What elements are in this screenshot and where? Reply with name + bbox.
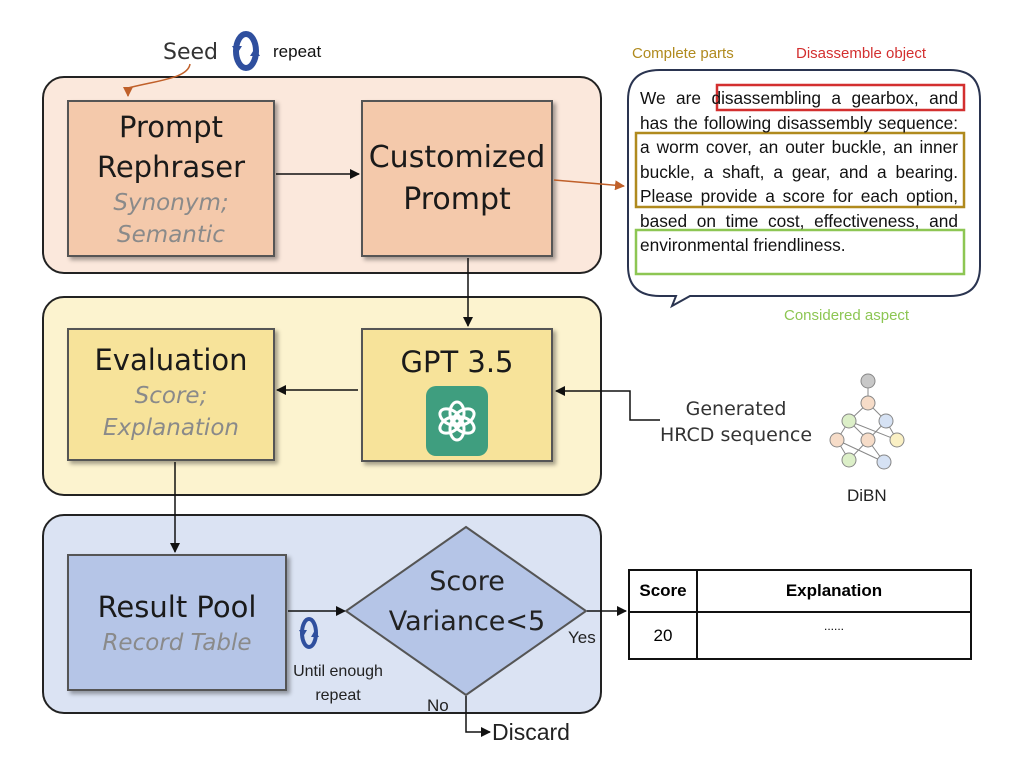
sequence-to-gpt-arrow: [555, 386, 660, 421]
legend-disassemble-object: Disassemble object: [796, 45, 927, 62]
until-repeat-line-1: Until enough: [293, 663, 383, 680]
generated-sequence-label: Generated HRCD sequence: [660, 396, 812, 448]
cell-score: 20: [628, 611, 698, 660]
result-table-header: Score Explanation: [628, 569, 972, 613]
prompt-example-text: We are disassembling a gearbox, and has …: [640, 86, 958, 258]
until-repeat-line-2: repeat: [315, 687, 361, 704]
decision-diamond: [344, 525, 588, 697]
prompt-rephraser-box: Prompt Rephraser Synonym; Semantic: [67, 100, 275, 257]
prompt-object-phrase: disassembling a gearbox,: [711, 88, 919, 108]
prompt-rephraser-title-2: Rephraser: [96, 149, 246, 184]
decision-line-2: Variance<5: [388, 606, 546, 637]
customized-prompt-title-1: Customized: [368, 139, 546, 175]
parts-highlight-box: [634, 131, 966, 209]
legend-complete-parts: Complete parts: [632, 45, 734, 62]
generated-line-2: HRCD sequence: [660, 424, 813, 446]
prompt-text-mid1: and has the following disassembly: [640, 88, 958, 133]
seed-arrow: [123, 63, 191, 97]
evaluation-title: Evaluation: [94, 343, 248, 377]
no-label: No: [427, 696, 449, 715]
customized-to-bubble-arrow: [553, 179, 625, 191]
result-pool-box: Result Pool Record Table: [67, 554, 287, 691]
legend-considered-aspect: Considered aspect: [784, 307, 910, 324]
seed-label: Seed: [163, 40, 218, 65]
result-pool-title: Result Pool: [97, 589, 257, 624]
repeat-label: repeat: [273, 42, 322, 61]
prompt-rephraser-sub-1: Synonym;: [113, 189, 229, 216]
decision-line-1: Score: [429, 566, 505, 597]
no-arrow: [465, 696, 491, 737]
header-score: Score: [628, 569, 698, 613]
aspect-highlight-box: [634, 228, 966, 276]
prompt-parts-phrase: sequence: a worm cover, an outer buckle,…: [640, 112, 958, 207]
until-repeat-cycle-icon: [299, 617, 319, 649]
header-explanation: Explanation: [696, 569, 972, 613]
gpt-title: GPT 3.5: [400, 345, 514, 379]
until-repeat-label: Until enough repeat: [292, 660, 384, 708]
prompt-text-before: We are: [640, 88, 712, 108]
customized-prompt-title-2: Prompt: [403, 181, 511, 217]
prompt-rephraser-title-1: Prompt: [118, 109, 224, 144]
speech-bubble: [627, 69, 981, 309]
yes-label: Yes: [568, 628, 596, 647]
evaluation-box: Evaluation Score; Explanation: [67, 328, 275, 461]
evaluation-sub-1: Score;: [134, 383, 208, 409]
gpt-box: GPT 3.5: [361, 328, 553, 462]
evaluation-sub-2: Explanation: [103, 415, 239, 441]
customized-prompt-box: Customized Prompt: [361, 100, 553, 257]
dibn-label: DiBN: [847, 486, 887, 505]
table-row: 20 ......: [628, 611, 972, 660]
prompt-rephraser-sub-2: Semantic: [117, 221, 225, 248]
discard-label: Discard: [492, 719, 570, 745]
cell-explanation: ......: [696, 611, 972, 660]
repeat-cycle-icon: [232, 31, 260, 71]
object-highlight-box: [715, 83, 966, 112]
prompt-aspect-phrase: time cost, effectiveness, and environmen…: [640, 210, 958, 256]
generated-line-1: Generated: [685, 398, 787, 420]
decision-label: Score Variance<5: [372, 562, 562, 642]
result-pool-sub: Record Table: [102, 629, 252, 656]
dibn-graph-icon: [829, 373, 905, 470]
prompt-text-mid2: a score for each option, based on: [640, 186, 958, 231]
openai-logo-icon: [426, 386, 488, 456]
result-table: Score Explanation 20 ......: [628, 569, 972, 660]
